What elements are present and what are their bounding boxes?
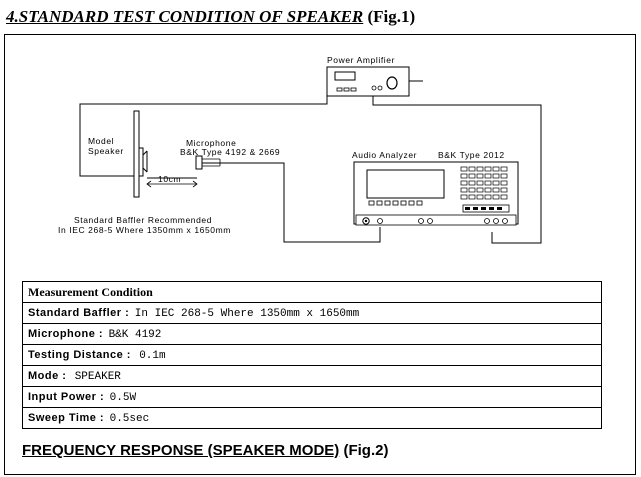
analyzer-screen [366, 169, 445, 199]
model-speaker [133, 110, 148, 198]
section-heading: 4.STANDARD TEST CONDITION OF SPEAKER (Fi… [6, 7, 415, 27]
section-title: 4.STANDARD TEST CONDITION OF SPEAKER [6, 7, 364, 26]
row-value: In IEC 268-5 Where 1350mm x 1650mm [134, 307, 360, 320]
distance-marker [146, 180, 198, 188]
distance-label: 10cm [158, 174, 181, 184]
row-label: Input Power : [28, 390, 105, 403]
power-amplifier [326, 66, 410, 97]
audio-analyzer [353, 161, 519, 226]
analyzer-keypad [460, 166, 508, 200]
next-figure-label: (Fig.2) [343, 442, 389, 459]
row-value: 0.5W [109, 391, 137, 404]
row-label: Sweep Time : [28, 411, 105, 424]
power-amplifier-label: Power Amplifier [327, 55, 395, 65]
table-row: Input Power : 0.5W [22, 386, 602, 408]
next-section-heading: FREQUENCY RESPONSE (SPEAKER MODE) (Fig.2… [22, 442, 388, 459]
table-row: Sweep Time : 0.5sec [22, 407, 602, 429]
model-speaker-label-line2: Speaker [88, 146, 124, 156]
table-row: Standard Baffler : In IEC 268-5 Where 13… [22, 302, 602, 324]
amplifier-display [334, 71, 356, 81]
row-label: Testing Distance : [28, 348, 131, 361]
row-value: B&K 4192 [108, 328, 162, 341]
figure-frame [4, 34, 636, 475]
next-section-title: FREQUENCY RESPONSE (SPEAKER MODE) [22, 442, 340, 459]
table-title: Measurement Condition [22, 281, 602, 303]
table-row: Microphone : B&K 4192 [22, 323, 602, 345]
measurement-condition-table: Measurement Condition Standard Baffler :… [22, 281, 602, 429]
row-label: Standard Baffler : [28, 306, 130, 319]
row-value: SPEAKER [74, 370, 121, 383]
audio-analyzer-label: Audio Analyzer [352, 150, 417, 160]
figure-label: (Fig.1) [367, 7, 416, 26]
row-value: 0.5sec [109, 412, 150, 425]
microphone [195, 155, 221, 170]
table-row: Mode : SPEAKER [22, 365, 602, 387]
baffler-note-line2: In IEC 268-5 Where 1350mm x 1650mm [58, 225, 231, 235]
row-label: Microphone : [28, 327, 104, 340]
connection-wires [79, 80, 542, 244]
microphone-label-line2: B&K Type 4192 & 2669 [180, 147, 280, 157]
baffler-note-line1: Standard Baffler Recommended [74, 215, 212, 225]
table-row: Testing Distance : 0.1m [22, 344, 602, 366]
analyzer-type-label: B&K Type 2012 [438, 150, 505, 160]
row-label: Mode : [28, 369, 67, 382]
row-value: 0.1m [139, 349, 166, 362]
amplifier-knob [386, 76, 398, 90]
microphone-label-line1: Microphone [186, 138, 236, 148]
table-row: Measurement Condition [22, 281, 602, 303]
model-speaker-label-line1: Model [88, 136, 114, 146]
